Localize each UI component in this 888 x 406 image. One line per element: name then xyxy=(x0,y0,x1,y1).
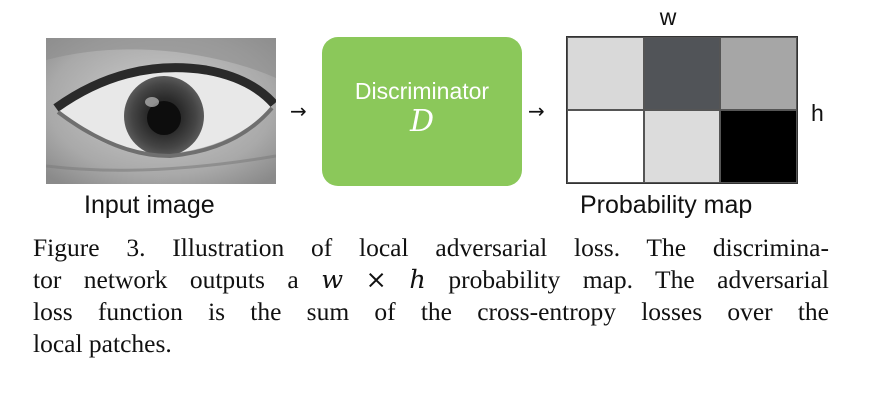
caption-line-4: local patches. xyxy=(33,328,172,358)
axis-h-label: h xyxy=(811,100,824,126)
arrow-to-probability-map: → xyxy=(528,99,545,123)
input-eye-image xyxy=(46,38,276,184)
caption-line-2: tor network outputs a w × h probability … xyxy=(33,264,829,297)
probability-map-label: Probability map xyxy=(580,191,753,219)
discriminator-symbol: D xyxy=(409,104,435,139)
math-times: × xyxy=(365,264,387,295)
caption-line-2-pre: tor network outputs a xyxy=(33,264,322,294)
figure-caption: Figure 3. Illustration of local adversar… xyxy=(33,232,829,359)
eye-icon xyxy=(46,38,276,184)
probability-cell xyxy=(567,37,644,110)
math-h: h xyxy=(409,264,426,295)
caption-line-1: Figure 3. Illustration of local adversar… xyxy=(33,233,829,262)
caption-line-2-post: probability map. The adversarial xyxy=(425,264,829,294)
math-w: w xyxy=(321,264,344,295)
discriminator-label: Discriminator xyxy=(354,78,490,104)
probability-cell xyxy=(720,37,797,110)
axis-w-label: w xyxy=(659,4,677,30)
arrow-to-discriminator: → xyxy=(290,99,307,123)
probability-cell xyxy=(567,110,644,183)
input-image-label: Input image xyxy=(84,191,215,219)
probability-cell xyxy=(643,37,721,110)
probability-map-grid xyxy=(566,36,798,184)
discriminator-box: Discriminator D xyxy=(322,37,522,186)
probability-cell xyxy=(643,110,721,183)
caption-line-3: loss function is the sum of the cross-en… xyxy=(33,297,829,326)
probability-cell xyxy=(720,110,797,183)
